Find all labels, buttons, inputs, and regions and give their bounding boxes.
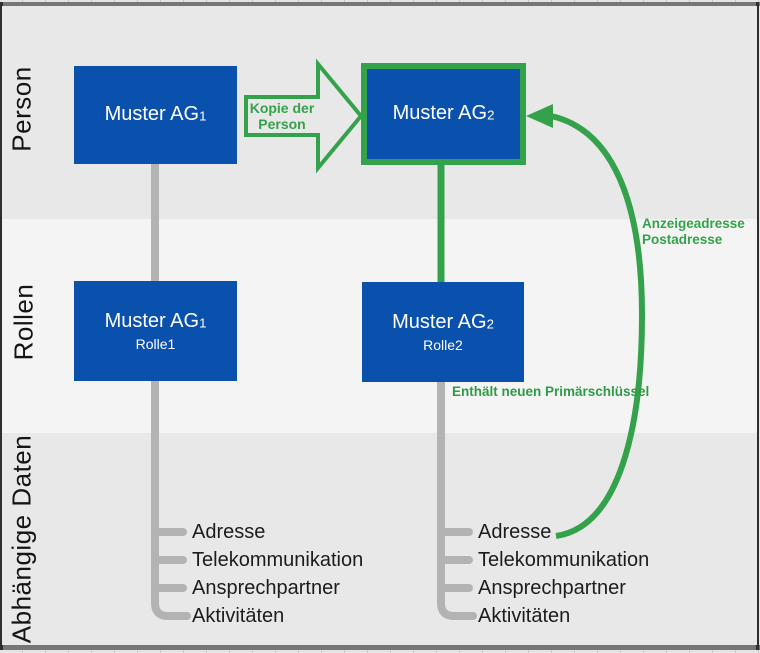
node-person-ag1: Muster AG1 xyxy=(74,66,237,164)
node-rolle2-title: Muster AG2 xyxy=(392,310,494,333)
copy-arrow-label: Kopie der Person xyxy=(249,100,315,132)
node-rolle1-subtitle: Rolle1 xyxy=(135,336,176,353)
node-rolle1: Muster AG1 Rolle1 xyxy=(74,281,237,381)
dep-right-ansprechpartner: Ansprechpartner xyxy=(478,577,626,599)
node-rolle1-title: Muster AG1 xyxy=(104,309,207,332)
dep-left-ansprechpartner: Ansprechpartner xyxy=(192,577,340,599)
dep-left-telekommunikation: Telekommunikation xyxy=(192,549,364,571)
dep-right-telekommunikation: Telekommunikation xyxy=(478,549,650,571)
dependent-tree-trunk-left xyxy=(151,375,191,620)
right-frame-border xyxy=(756,2,759,650)
node-person-ag2: Muster AG2 xyxy=(361,63,526,165)
bottom-frame-border xyxy=(0,645,760,650)
dep-left-aktivitaeten: Aktivitäten xyxy=(192,605,285,627)
node-rolle2: Muster AG2 Rolle2 xyxy=(362,282,524,382)
node-rolle2-subtitle: Rolle2 xyxy=(423,337,463,354)
copy-person-block-arrow xyxy=(244,58,364,174)
bottom-gridline-strip xyxy=(0,650,760,653)
left-frame-border xyxy=(0,2,3,650)
lane-abhaengige-daten xyxy=(2,433,757,645)
top-frame-border xyxy=(0,2,760,6)
primary-key-label: Enthält neuen Primärschlüssel xyxy=(452,384,650,399)
node-person-ag1-title: Muster AG1 xyxy=(104,102,207,125)
reference-curve-adresse-to-ag2 xyxy=(550,113,646,539)
dependent-tree-trunk-right xyxy=(437,376,477,620)
address-reference-label: Anzeigeadresse Postadresse xyxy=(642,216,745,247)
top-gridline-strip xyxy=(0,0,760,2)
node-person-ag2-title: Muster AG2 xyxy=(392,101,495,124)
dep-right-aktivitaeten: Aktivitäten xyxy=(478,605,571,627)
dep-left-adresse: Adresse xyxy=(192,521,266,543)
reference-curve-arrowhead xyxy=(526,104,553,128)
dep-right-adresse: Adresse xyxy=(478,521,552,543)
